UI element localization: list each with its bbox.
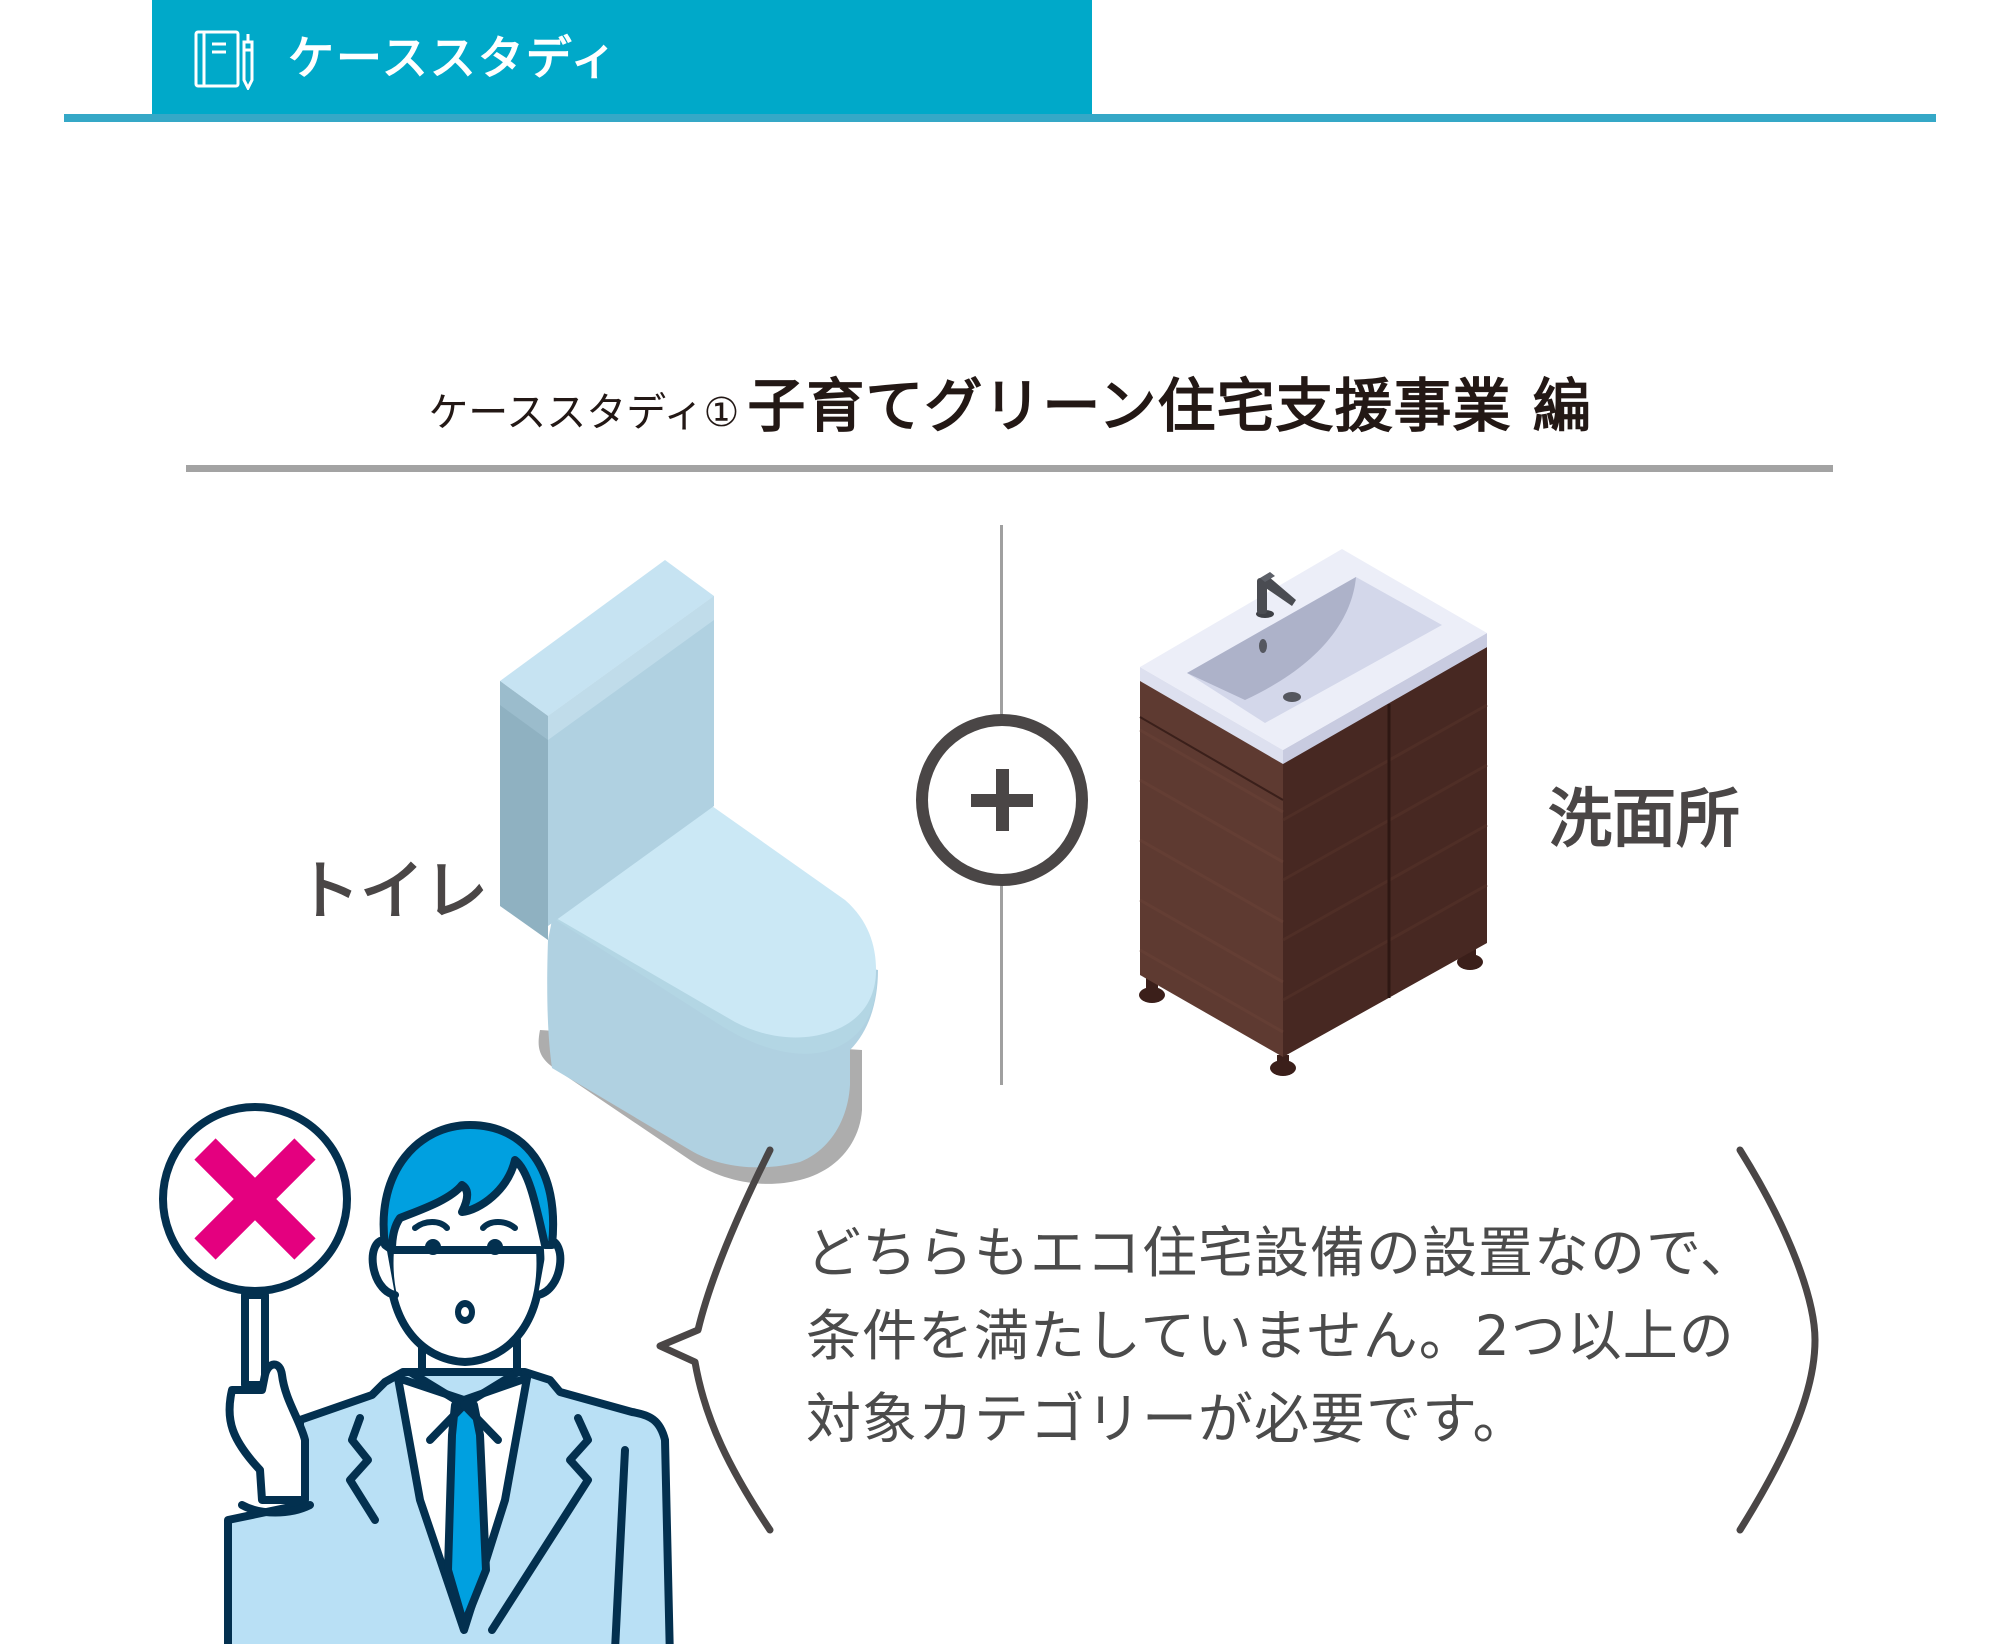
speech-bubble-text: どちらもエコ住宅設備の設置なので、 条件を満たしていません。2つ以上の 対象カテ… xyxy=(806,1212,1756,1461)
section-rule xyxy=(186,465,1833,472)
businessman-illustration xyxy=(159,1103,674,1644)
washroom-label: 洗面所 xyxy=(1548,783,1740,857)
toilet-illustration xyxy=(500,560,878,1184)
toilet-label: トイレ xyxy=(296,855,488,929)
notebook-pencil-icon xyxy=(194,30,254,90)
header-rule xyxy=(64,114,1936,122)
header-title: ケーススタディ xyxy=(288,31,619,85)
message-line: 条件を満たしていません。2つ以上の xyxy=(806,1304,1735,1368)
message-line: どちらもエコ住宅設備の設置なので、 xyxy=(806,1221,1756,1285)
speech-bubble xyxy=(656,1146,1819,1534)
x-mark-icon xyxy=(194,1138,316,1260)
message-line: 対象カテゴリーが必要です。 xyxy=(806,1387,1529,1451)
header-tab xyxy=(152,0,1092,116)
section-main-title: 子育てグリーン住宅支援事業 編 xyxy=(747,372,1592,440)
plus-circle-icon xyxy=(916,714,1088,886)
section-prefix: ケーススタディ① xyxy=(428,390,740,436)
vanity-sink-illustration xyxy=(1139,549,1488,1076)
